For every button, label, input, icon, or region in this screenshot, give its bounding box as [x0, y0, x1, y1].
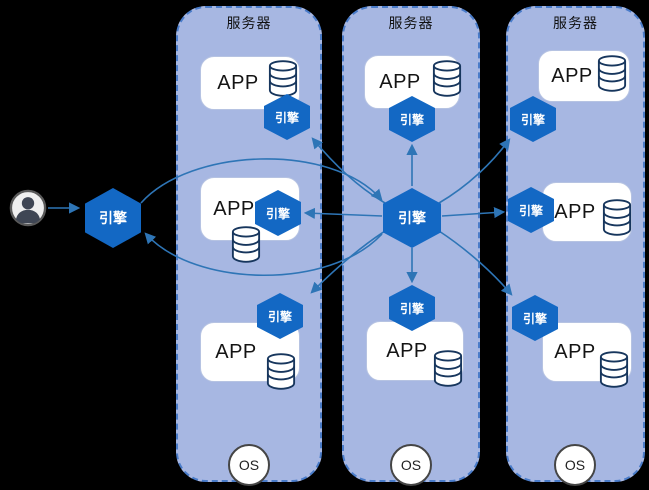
server-2-title: 服务器 [388, 15, 434, 31]
engine-label: 引擎 [520, 112, 545, 127]
user-engine-hexagon: 引擎 [85, 188, 141, 248]
database-icon [597, 53, 627, 93]
app-label: APP [379, 70, 421, 93]
user-avatar-icon [9, 189, 47, 227]
database-icon [266, 351, 296, 391]
app-label: APP [217, 71, 259, 94]
engine-label: 引擎 [267, 309, 292, 324]
app-label: APP [554, 340, 596, 363]
server-3-title: 服务器 [553, 15, 598, 31]
database-icon [432, 58, 462, 98]
os-label: OS [238, 457, 260, 473]
server-3-os-badge: OS [554, 444, 596, 486]
engine-label: 引擎 [399, 112, 424, 127]
database-icon [433, 348, 463, 388]
engine-label: 引擎 [265, 206, 290, 221]
server-1-title: 服务器 [226, 15, 272, 31]
engine-label: 引擎 [399, 301, 424, 316]
engine-label: 引擎 [398, 210, 426, 226]
engine-label: 引擎 [274, 110, 299, 125]
database-icon [599, 349, 629, 389]
app-label: APP [554, 200, 596, 223]
app-label: APP [551, 64, 593, 87]
os-label: OS [400, 457, 422, 473]
app-label: APP [213, 197, 255, 220]
app-label: APP [215, 340, 257, 363]
engine-label: 引擎 [99, 210, 127, 226]
server-1-os-badge: OS [228, 444, 270, 486]
engine-label: 引擎 [518, 203, 543, 218]
database-icon [231, 224, 261, 264]
database-icon [268, 58, 298, 98]
database-icon [602, 197, 632, 237]
engine-label: 引擎 [522, 311, 547, 326]
os-label: OS [564, 457, 586, 473]
server-2-os-badge: OS [390, 444, 432, 486]
app-label: APP [386, 339, 428, 362]
